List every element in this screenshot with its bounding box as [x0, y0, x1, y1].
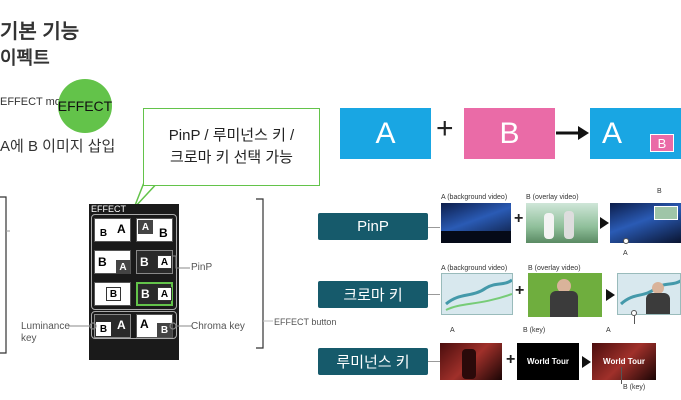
effect-panel-title: EFFECT [91, 204, 126, 214]
pinp-plus: + [514, 210, 524, 227]
pinp-result-marker [623, 238, 629, 244]
luminance-result-photo: World Tour [592, 343, 656, 380]
pinp-caption-a: A (background video) [441, 194, 508, 201]
diagram-arrow-icon [556, 126, 589, 140]
chroma-caption-a: A (background video) [441, 265, 508, 272]
right-bracket [256, 198, 273, 349]
section-subtitle: 이펙트 [0, 48, 50, 68]
chroma-key-label: Chroma key [191, 321, 245, 332]
pinp-caption-b: B (overlay video) [526, 194, 579, 201]
pinp-label: PinP [191, 262, 213, 273]
pinp-mode-button[interactable]: PinP [318, 213, 428, 240]
luminance-caption-a: A [450, 327, 455, 334]
luminance-key-label: Luminance key [21, 321, 70, 344]
diagram-plus: + [436, 112, 454, 145]
connector-chroma [428, 294, 440, 295]
chroma-caption-b: B (overlay video) [528, 265, 581, 272]
section-title: 기본 기능 [0, 21, 80, 43]
chroma-overlay-photo [528, 273, 602, 317]
chroma-result-marker [631, 310, 637, 316]
callout-bubble: PinP / 루미넌스 키 / 크로마 키 선택 가능 [143, 108, 320, 186]
pinp-result-b-label: B [657, 188, 662, 195]
pinp-arrow-icon [600, 217, 609, 229]
luminance-background-photo [440, 343, 502, 380]
pinp-result-a-label: A [623, 250, 628, 257]
diagram-result-b: B [650, 134, 674, 152]
effect-tile-4[interactable]: B A [136, 250, 173, 274]
callout-line-2: 크로마 키 선택 가능 [170, 149, 293, 166]
insert-description: A에 B 이미지 삽입 [0, 138, 116, 155]
pinp-result-photo [610, 203, 681, 243]
luminance-key-tile[interactable]: B A [94, 314, 131, 338]
effect-mode-button[interactable]: EFFECT [58, 79, 112, 133]
pinp-leader [172, 255, 190, 269]
connector-pinp [428, 227, 440, 228]
effect-tile-2[interactable]: A B [136, 218, 173, 242]
luminance-plus: + [506, 351, 516, 368]
diagram-box-a: A [340, 108, 431, 159]
callout-line-1: PinP / 루미넌스 키 / [168, 127, 295, 144]
chroma-key-tile[interactable]: A B [136, 314, 173, 338]
chroma-result-leader [634, 316, 635, 324]
chroma-background-photo [441, 273, 513, 315]
luminance-arrow-icon [582, 356, 591, 368]
chroma-result-photo [617, 273, 681, 315]
luminance-result-leader [621, 367, 622, 384]
chroma-key-mode-button[interactable]: 크로마 키 [318, 281, 428, 308]
luminance-result-text: World Tour [603, 357, 645, 366]
pinp-background-photo [441, 203, 511, 243]
chroma-leader [169, 322, 192, 330]
chroma-plus: + [515, 282, 525, 299]
luminance-key-text: World Tour [527, 357, 569, 366]
luminance-caption-c: A [606, 327, 611, 334]
effect-tile-5[interactable]: B [94, 282, 131, 306]
diagram-result-a: A [602, 116, 623, 150]
luminance-leader [68, 322, 97, 330]
effect-mode-label: EFFECT mode [0, 96, 74, 108]
effect-button-label: EFFECT button [274, 317, 337, 327]
luminance-key-photo: World Tour [517, 343, 579, 380]
pinp-overlay-photo [526, 203, 598, 243]
luminance-key-mode-button[interactable]: 루미넌스 키 [318, 348, 428, 375]
luminance-caption-b: B (key) [523, 327, 546, 334]
effect-tile-1[interactable]: B A [94, 218, 131, 242]
luminance-result-caption: B (key) [623, 384, 646, 391]
chroma-arrow-icon [606, 289, 615, 301]
effect-tile-3[interactable]: B A [94, 250, 131, 274]
left-bracket [0, 196, 10, 354]
connector-luminance [428, 361, 440, 362]
effect-tile-6[interactable]: B A [136, 282, 173, 306]
key-group-outline [91, 311, 177, 339]
diagram-box-b: B [464, 108, 555, 159]
